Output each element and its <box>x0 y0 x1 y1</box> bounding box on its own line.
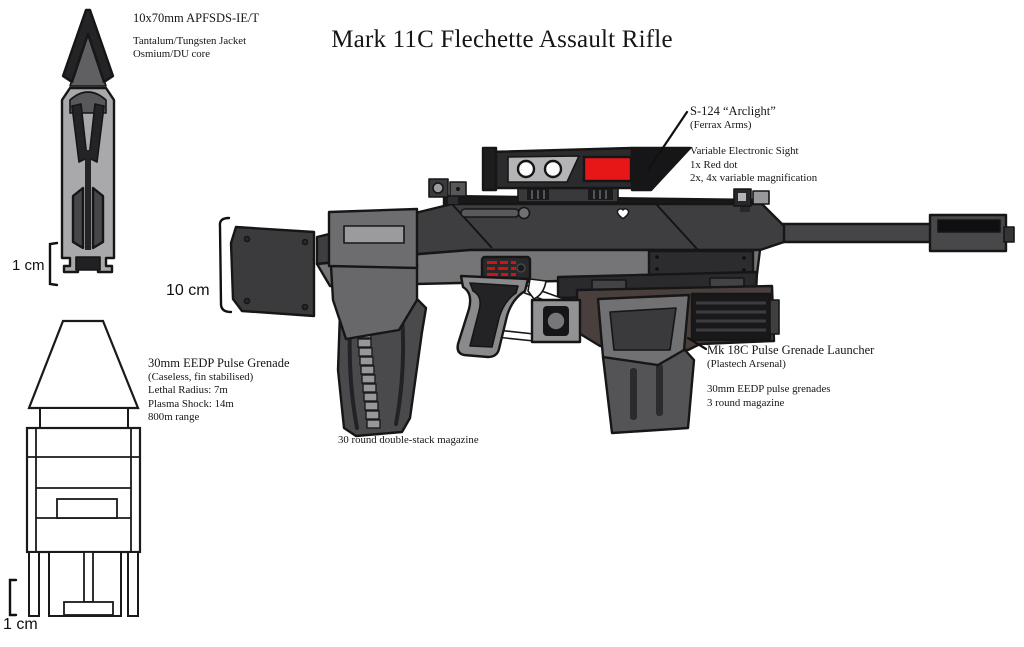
magazine-annotation: 30 round double-stack magazine <box>338 434 479 447</box>
launcher-name: Mk 18C Pulse Grenade Launcher <box>707 343 875 357</box>
sight-lens-2 <box>543 159 563 179</box>
butt-stock <box>229 225 316 318</box>
grenade-stem <box>83 551 94 603</box>
grenade-spec-line: Plasma Shock: 14m <box>148 397 234 410</box>
grenade-base-plate <box>63 601 114 616</box>
cheek-rest-inset <box>343 225 405 244</box>
launcher-annotation: Mk 18C Pulse Grenade Launcher (Plastech … <box>707 343 874 410</box>
cartridge-scale-bracket <box>48 241 59 287</box>
electronic-sight <box>481 146 692 203</box>
grenade-charge-cell <box>56 498 118 519</box>
grenade-spec-line: 800m range <box>148 410 200 423</box>
leader-lines <box>646 110 708 351</box>
front-sight <box>428 178 467 204</box>
grenade-diagram <box>25 319 142 617</box>
grenade-annotation: 30mm EEDP Pulse Grenade (Caseless, fin s… <box>148 356 290 424</box>
launcher-barrel-shroud <box>690 292 772 342</box>
pistol-grip-panel <box>469 282 519 348</box>
flechette-cartridge-diagram <box>60 8 116 274</box>
grenade-neck <box>39 407 129 429</box>
sight-objective-cap <box>481 146 498 192</box>
sight-maker: (Ferrax Arms) <box>690 119 752 132</box>
sight-name: S-124 “Arclight” <box>690 104 776 118</box>
receiver-access-panel <box>647 249 755 277</box>
cartridge-spec-line: Tantalum/Tungsten Jacket <box>133 35 247 48</box>
launcher-leader-line <box>686 336 708 351</box>
cartridge-spec-line: Osmium/DU core <box>133 48 211 61</box>
cartridge-name: 10x70mm APFSDS-IE/T <box>133 11 260 25</box>
fin-left <box>71 186 85 250</box>
sight-spec-line: Variable Electronic Sight <box>690 145 799 158</box>
sight-spec-line: 2x, 4x variable magnification <box>690 171 818 184</box>
barrel <box>778 222 936 244</box>
grenade-launcher <box>556 270 780 435</box>
launcher-spec-line: 30mm EEDP pulse grenades <box>707 383 831 396</box>
rifle-scale-label: 10 cm <box>166 282 210 299</box>
grenade-spec-line: Lethal Radius: 7m <box>148 384 228 397</box>
rear-sight <box>733 188 770 212</box>
magazine-caption: 30 round double-stack magazine <box>338 434 479 446</box>
grenade-body <box>25 426 142 554</box>
grenade-name: 30mm EEDP Pulse Grenade <box>148 356 290 370</box>
muzzle-tip <box>1003 226 1015 243</box>
grenade-scale-label: 1 cm <box>3 616 38 633</box>
grenade-scale-bracket <box>8 578 18 617</box>
charging-handle-knob <box>517 206 531 220</box>
grenade-fin-right <box>127 551 139 617</box>
scale-brackets <box>8 216 233 617</box>
penetrator-jacket <box>61 8 115 84</box>
launcher-spec-line: 3 round magazine <box>707 396 785 409</box>
flechette-shaft <box>85 150 91 250</box>
rifle-diagram <box>229 146 1015 438</box>
grenade-nose-cone <box>27 319 140 410</box>
heart-cutout <box>616 208 630 220</box>
muzzle-slot <box>937 219 1001 233</box>
selector-detent <box>516 263 526 273</box>
sight-red-display <box>582 155 633 183</box>
fin-right <box>91 186 105 250</box>
fire-selector-markings <box>487 261 516 276</box>
sight-annotation: S-124 “Arclight” (Ferrax Arms) Variable … <box>690 104 817 185</box>
sight-eyepiece-hood <box>630 146 692 192</box>
launcher-muzzle-cap <box>769 299 780 335</box>
page-title: Mark 11C Flechette Assault Rifle <box>331 26 673 53</box>
sight-lens-1 <box>516 159 536 179</box>
launcher-maker: (Plastech Arsenal) <box>707 358 786 371</box>
grenade-fin-left <box>28 551 40 617</box>
base-plug <box>75 256 101 271</box>
sight-spec-line: 1x Red dot <box>690 158 738 171</box>
rifle-scale-bracket <box>218 216 233 314</box>
cartridge-annotation: 10x70mm APFSDS-IE/T Tantalum/Tungsten Ja… <box>133 11 259 62</box>
charging-handle <box>460 208 520 218</box>
cartridge-scale-label: 1 cm <box>12 257 45 274</box>
sight-leader-line <box>646 110 689 172</box>
grenade-spec-line: (Caseless, fin stabilised) <box>148 371 254 384</box>
launcher-grip-inset <box>609 307 677 351</box>
